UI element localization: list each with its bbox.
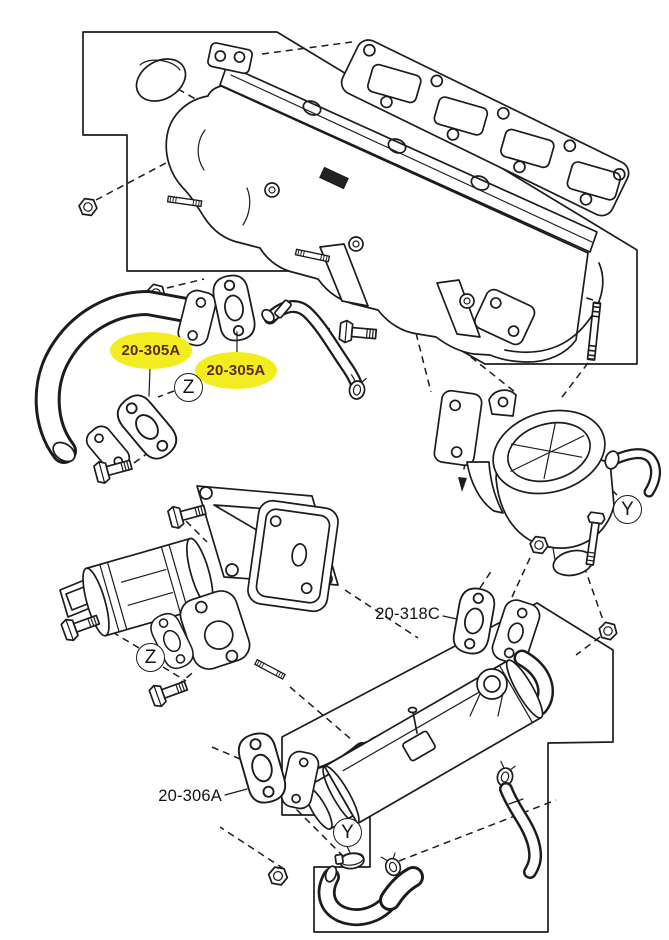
cooler-inlet-gasket bbox=[448, 584, 500, 658]
water-hose-right bbox=[499, 782, 543, 879]
valve-plate-gasket bbox=[247, 499, 339, 613]
egr-pipe-flange bbox=[177, 289, 217, 347]
view-marker-letter: Z bbox=[144, 646, 157, 668]
manifold-end-cap bbox=[135, 58, 187, 102]
hex-bolt-long bbox=[585, 511, 606, 566]
exhaust-manifold-gasket bbox=[340, 39, 630, 217]
label-leader-lines bbox=[148, 331, 458, 796]
egr-pipe-gasket-upper bbox=[209, 271, 259, 345]
view-marker-z-1: Z bbox=[174, 373, 203, 402]
part-label-20-306a[interactable]: 20-306A bbox=[138, 787, 222, 806]
nut bbox=[77, 197, 99, 217]
view-marker-z-2: Z bbox=[136, 643, 165, 672]
worm-clamp bbox=[334, 852, 365, 870]
cooler-outlet-gasket bbox=[234, 728, 290, 808]
egr-pipe bbox=[34, 289, 217, 473]
view-marker-y-1: Y bbox=[613, 495, 642, 524]
hex-bolt bbox=[147, 674, 191, 710]
view-marker-letter: Y bbox=[621, 498, 634, 520]
view-marker-letter: Y bbox=[341, 821, 354, 843]
stud-bolt bbox=[254, 659, 286, 680]
part-label-text: 20-305A bbox=[121, 342, 181, 359]
direction-arrow bbox=[458, 477, 467, 492]
chamber-nipple bbox=[604, 448, 662, 498]
view-marker-y-2: Y bbox=[333, 818, 362, 847]
part-label-text: 20-305A bbox=[206, 362, 266, 379]
part-label-text: 20-306A bbox=[158, 787, 222, 805]
stud-bolt-long bbox=[586, 301, 602, 361]
part-label-20-305a-highlighted-1[interactable]: 20-305A bbox=[110, 332, 192, 369]
water-hose-bottom bbox=[317, 865, 424, 927]
part-label-20-318c[interactable]: 20-318C bbox=[356, 605, 440, 624]
part-label-text: 20-318C bbox=[375, 605, 440, 623]
cooler-outlet-flange bbox=[280, 750, 320, 810]
valve-flange bbox=[179, 590, 251, 670]
hex-bolt bbox=[338, 319, 378, 346]
exhaust-manifold bbox=[165, 64, 604, 363]
egr-chamber bbox=[433, 389, 662, 577]
view-marker-letter: Z bbox=[182, 376, 195, 398]
egr-valve bbox=[59, 537, 251, 674]
egr-cooler-assembly bbox=[280, 599, 555, 830]
part-label-20-305a-highlighted-2[interactable]: 20-305A bbox=[195, 352, 277, 389]
nut bbox=[596, 620, 620, 642]
manifold-ear-bracket bbox=[207, 42, 254, 75]
nut bbox=[266, 865, 290, 887]
